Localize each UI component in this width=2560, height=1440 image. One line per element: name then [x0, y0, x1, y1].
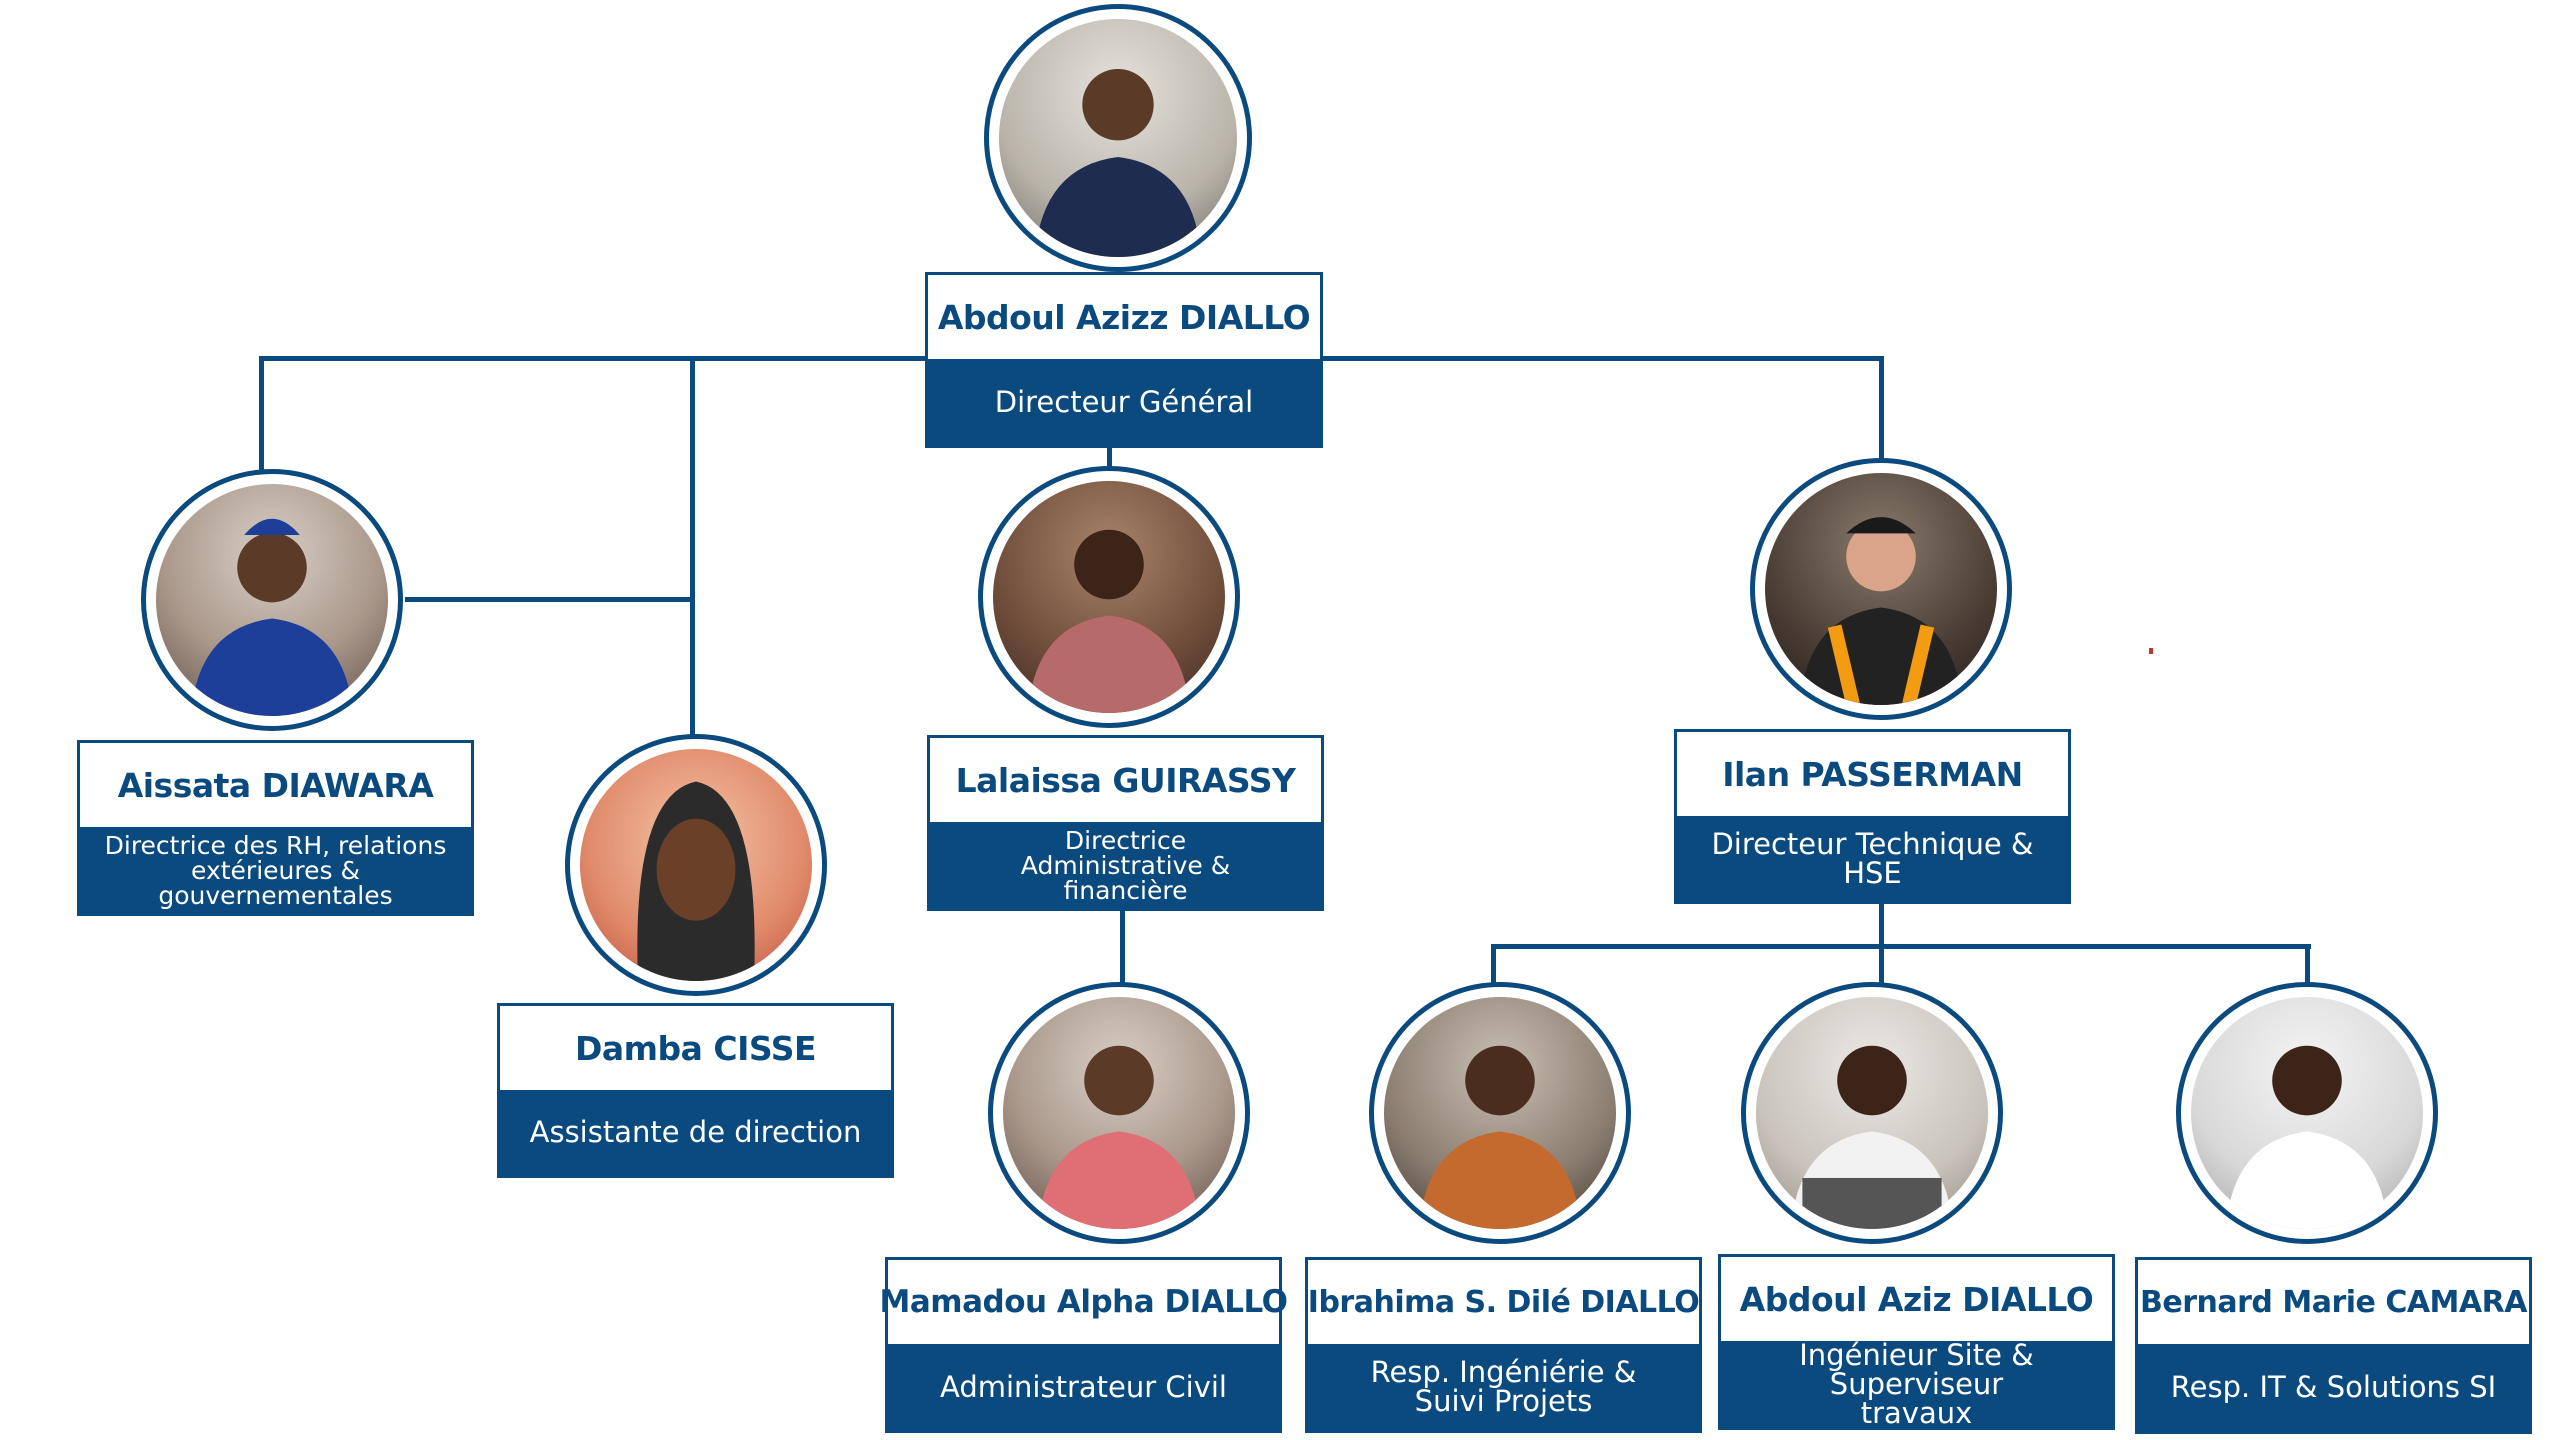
card-bernard: Bernard Marie CAMARA Resp. IT & Solution… [2135, 1257, 2532, 1434]
person-name: Ibrahima S. Dilé DIALLO [1307, 1284, 1700, 1320]
card-ibrahima: Ibrahima S. Dilé DIALLO Resp. Ingéniérie… [1305, 1257, 1702, 1433]
person-silhouette-icon [1790, 1045, 1954, 1229]
person-name: Ilan PASSERMAN [1722, 754, 2023, 794]
person-role: Resp. Ingéniérie & Suivi Projets [1308, 1344, 1699, 1430]
card-mamadou: Mamadou Alpha DIALLO Administrateur Civi… [879, 1257, 1288, 1433]
card-lalaissa: Lalaissa GUIRASSY Directrice Administrat… [927, 735, 1324, 911]
connector-ilan-down [1879, 902, 1884, 948]
photo-ceo [984, 4, 1252, 272]
card-ceo: Abdoul Azizz DIALLO Directeur Général [925, 272, 1323, 448]
person-name: Mamadou Alpha DIALLO [879, 1284, 1288, 1320]
connector-lalaissa-mamadou [1120, 909, 1125, 983]
person-silhouette-icon [1799, 517, 1963, 705]
person-silhouette-icon [2225, 1045, 2389, 1229]
connector-to-ibrahima [1491, 944, 1496, 988]
person-name: Bernard Marie CAMARA [2140, 1284, 2527, 1320]
person-name: Damba CISSE [574, 1028, 817, 1068]
connector-to-ilan [1879, 356, 1884, 462]
card-aissata: Aissata DIAWARA Directrice des RH, relat… [77, 740, 474, 916]
photo-bernard [2176, 982, 2438, 1244]
person-silhouette-icon [1027, 529, 1191, 713]
connector-aissata-damba [405, 597, 693, 602]
photo-damba [565, 734, 827, 996]
person-silhouette-icon [1418, 1045, 1582, 1229]
connector-technical-horizontal [1491, 944, 2311, 949]
photo-abdoul-aziz [1741, 982, 2003, 1244]
person-role: Resp. IT & Solutions SI [2138, 1344, 2529, 1431]
stray-mark [2149, 648, 2153, 654]
connector-to-bernard [2305, 944, 2310, 988]
person-role: Assistante de direction [500, 1090, 891, 1175]
person-name: Abdoul Aziz DIALLO [1739, 1279, 2094, 1319]
connector-to-damba [690, 356, 695, 736]
photo-mamadou [988, 982, 1250, 1244]
card-ilan: Ilan PASSERMAN Directeur Technique & HSE [1674, 729, 2071, 904]
person-silhouette-icon [1037, 1045, 1201, 1229]
card-abdoul-aziz: Abdoul Aziz DIALLO Ingénieur Site & Supe… [1718, 1254, 2115, 1430]
person-role: Administrateur Civil [888, 1344, 1279, 1430]
person-silhouette-icon [190, 518, 354, 716]
connector-to-aissata [259, 356, 264, 478]
card-damba: Damba CISSE Assistante de direction [497, 1003, 894, 1178]
photo-aissata [141, 469, 403, 731]
person-silhouette-icon [1034, 68, 1202, 257]
person-silhouette-icon [637, 781, 755, 981]
person-role: Directeur Technique & HSE [1677, 816, 2068, 901]
person-name: Abdoul Azizz DIALLO [937, 297, 1311, 337]
person-role: Directrice Administrative & financière [930, 822, 1321, 908]
connector-to-abdoul-aziz [1879, 944, 1884, 984]
person-role: Directeur Général [928, 359, 1320, 445]
photo-lalaissa [978, 466, 1240, 728]
connector-ceo-lalaissa [1107, 446, 1112, 470]
photo-ibrahima [1369, 982, 1631, 1244]
person-name: Lalaissa GUIRASSY [955, 760, 1296, 800]
person-role: Directrice des RH, relations extérieures… [80, 827, 471, 913]
person-name: Aissata DIAWARA [117, 765, 434, 805]
person-role: Ingénieur Site & Superviseur travaux [1721, 1341, 2112, 1428]
photo-ilan [1750, 458, 2012, 720]
